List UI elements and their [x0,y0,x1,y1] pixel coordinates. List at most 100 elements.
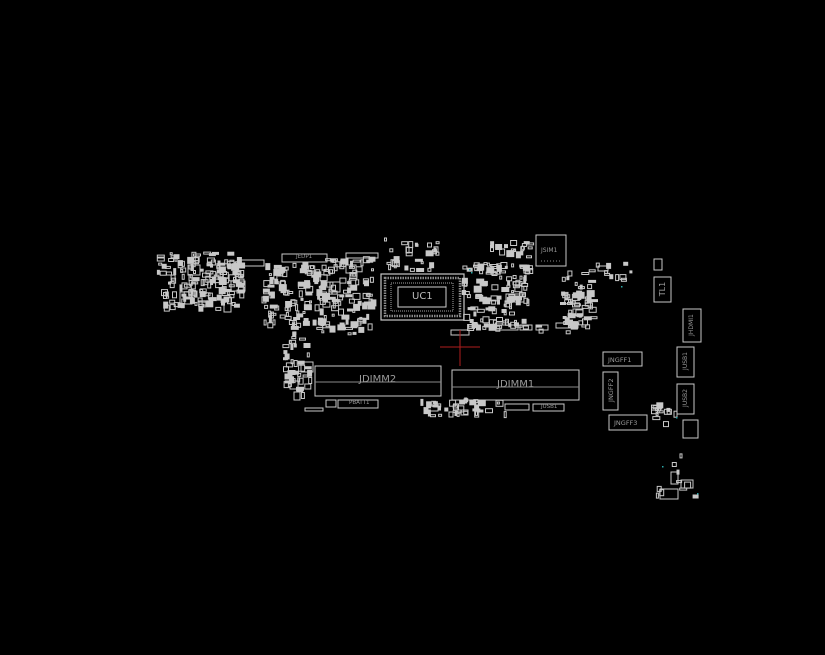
smd-component [671,462,677,467]
smd-component [505,293,525,303]
dimm-slot-jdimm2[interactable] [314,365,442,397]
smd-component [578,320,584,326]
smd-component [320,291,328,296]
smd-component [347,308,353,312]
smd-component [211,276,216,284]
smd-component [567,270,573,277]
smd-component [384,237,387,242]
smd-component [420,261,424,265]
label-tl1: TL1 [658,281,667,297]
usb-connector-jusb1[interactable] [676,346,695,378]
smd-component [352,308,356,313]
smd-component [218,277,227,285]
tl1-component[interactable] [653,276,672,303]
connector-jusb1-bottom[interactable] [532,403,565,412]
smd-component [170,274,176,281]
smd-component [293,360,298,367]
smd-component [285,362,293,368]
smd-component [216,272,224,278]
smd-component [526,255,532,259]
smd-component [513,249,517,252]
smd-component [364,280,369,287]
smd-component [172,291,177,299]
smd-component [433,247,437,253]
smd-component [163,304,170,312]
hdmi-connector-jhdmi1[interactable] [682,308,702,343]
smd-component [519,281,523,287]
smd-component [367,302,376,310]
smd-component [467,324,475,331]
smd-component [181,282,188,290]
smd-component [587,284,593,290]
smd-component [169,252,173,256]
smd-component [477,263,484,271]
smd-component [483,323,489,328]
smd-component [269,304,278,309]
smd-component [241,283,244,288]
dimm-slot-jdimm1[interactable] [451,369,580,401]
smd-component [224,297,230,303]
smd-component [655,411,659,416]
smd-component [331,313,335,317]
smd-component [353,303,361,311]
smd-component [280,288,287,294]
smd-component [269,277,274,284]
smd-component [514,285,523,293]
smd-component [325,324,330,328]
smd-component [293,317,301,320]
smd-component [401,241,409,246]
smd-component [338,308,344,316]
usb-connector-jusb2[interactable] [676,383,695,415]
smd-component [319,308,324,316]
smd-component [491,324,519,331]
smd-component [588,306,597,313]
smd-component [316,326,324,330]
battery-connector-pbatt1[interactable] [337,399,379,409]
smd-component [310,265,314,270]
edp-connector-jedp1[interactable] [281,253,328,263]
ngff-slot-jngff3[interactable] [608,414,648,431]
smd-component [386,261,392,265]
smd-component [174,257,178,262]
smd-component [198,306,204,312]
smd-component [427,267,432,272]
smd-component [289,376,294,384]
smd-component [331,290,338,295]
smd-component [302,374,309,378]
smd-component [584,302,593,307]
ngff-slot-jngff2[interactable] [602,371,619,411]
smd-component [272,319,276,326]
smd-component [279,280,286,286]
smd-component [347,290,351,294]
smd-component [496,317,503,322]
smd-component [659,488,679,500]
smd-component [682,419,699,439]
smd-component [527,246,533,250]
ngff-slot-jngff1[interactable] [602,351,643,367]
test-pad [662,466,664,468]
smd-component [163,292,167,299]
smd-component [573,303,581,307]
smd-component [486,262,490,267]
smd-component [581,304,589,309]
smd-component [169,299,176,304]
smd-component [307,369,313,377]
smd-component [309,300,312,304]
smd-component [331,284,336,291]
smd-component [291,336,297,340]
smd-component [480,400,484,405]
sim-slot-jsim1[interactable] [535,234,567,267]
smd-component [296,310,300,315]
smd-component [173,302,181,308]
smd-component [629,270,633,274]
smd-component [503,411,507,419]
smd-component [561,276,566,282]
smd-component [187,264,201,276]
smd-component [496,401,500,405]
smd-component [221,286,227,292]
smd-component [523,276,527,284]
cpu-uc1[interactable] [380,273,465,321]
smd-component [391,260,400,268]
smd-component [298,377,304,385]
